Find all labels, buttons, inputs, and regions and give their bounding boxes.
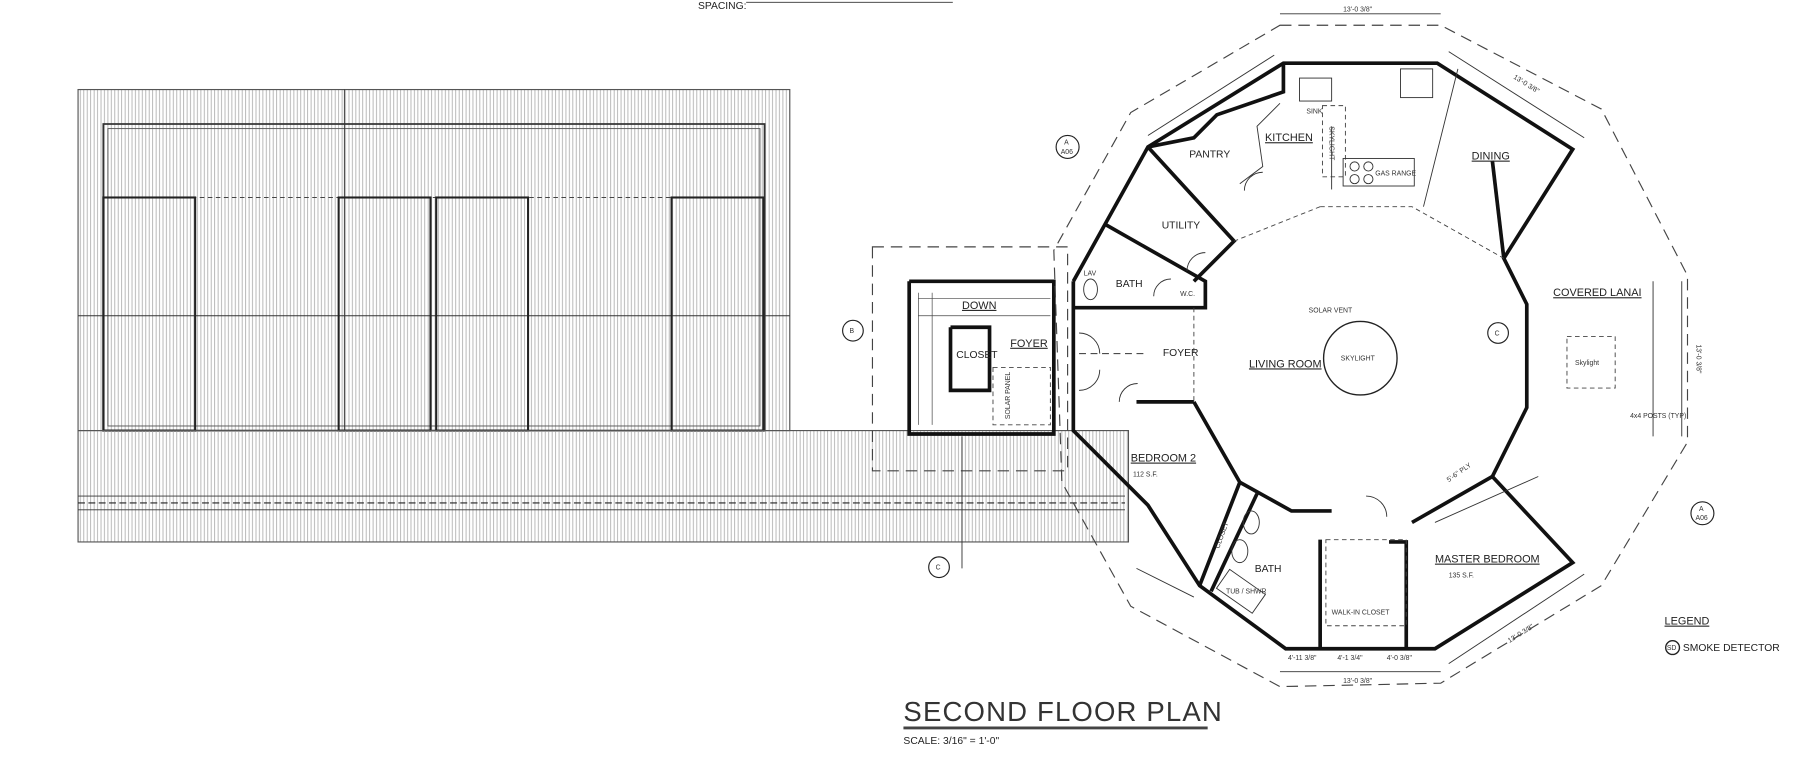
dim-top: 13'-0 3/8"	[1343, 6, 1373, 13]
section-marker-c-right[interactable]: C	[1487, 322, 1509, 344]
label-lanai-skylight: Skylight	[1575, 360, 1599, 367]
label-sink: SINK	[1306, 109, 1322, 116]
label-solar-panel: SOLAR PANEL	[1005, 372, 1012, 419]
label-gas-range: GAS RANGE	[1375, 171, 1416, 178]
label-posts: 4x4 POSTS (TYP)	[1630, 413, 1686, 420]
label-bath-lower: BATH	[1255, 564, 1282, 575]
label-bedroom2: BEDROOM 2	[1131, 453, 1196, 465]
dim-bottom-sub1: 4'-11 3/8"	[1288, 655, 1317, 662]
label-living-skylight: SKYLIGHT	[1341, 356, 1376, 363]
legend-smoke-detector: SMOKE DETECTOR	[1683, 643, 1780, 654]
label-kitchen: KITCHEN	[1265, 132, 1313, 144]
label-bath-upper: BATH	[1116, 279, 1143, 290]
label-walkin-closet: WALK-IN CLOSET	[1332, 609, 1391, 616]
walls	[1071, 61, 1576, 651]
label-tub: TUB / SHWR	[1226, 589, 1267, 596]
plan-title: SECOND FLOOR PLAN	[903, 696, 1223, 727]
label-covered-lanai: COVERED LANAI	[1553, 287, 1641, 299]
label-master-bedroom: MASTER BEDROOM	[1435, 554, 1540, 566]
legend-title: LEGEND	[1665, 616, 1710, 628]
label-closet-bed2: CLOSET	[1214, 521, 1230, 550]
section-marker-c[interactable]: C	[928, 556, 950, 579]
stair-area	[871, 246, 1069, 569]
living-skylight	[1322, 320, 1398, 396]
label-bedroom2-area: 112 S.F.	[1133, 472, 1158, 479]
svg-text:B: B	[849, 328, 854, 335]
label-solar-vent: SOLAR VENT	[1309, 307, 1353, 314]
dim-lanai-ply: 5'-6" PLY	[1446, 462, 1473, 484]
label-living-room: LIVING ROOM	[1249, 358, 1322, 370]
svg-text:C: C	[1495, 330, 1500, 337]
dim-bottom-sub3: 4'-0 3/8"	[1387, 655, 1413, 662]
section-marker-b[interactable]: B	[842, 319, 864, 342]
spacing-label: SPACING:	[698, 1, 747, 12]
roof-deck	[77, 88, 1130, 543]
label-closet-stair: CLOSET	[956, 350, 998, 361]
dim-bottom-sub2: 4'-1 3/4"	[1337, 655, 1363, 662]
label-foyer: FOYER	[1163, 348, 1199, 359]
smoke-detector-icon	[1665, 640, 1681, 656]
label-wc: W.C.	[1180, 291, 1195, 298]
svg-text:A: A	[1064, 140, 1069, 147]
svg-text:A06: A06	[1696, 515, 1708, 522]
dim-bottom: 13'-0 3/8"	[1343, 678, 1373, 685]
section-marker-a-right[interactable]: A A06	[1690, 501, 1715, 526]
label-foyer-stair: FOYER	[1010, 338, 1048, 350]
dim-top-right: 13'-0 3/8"	[1512, 74, 1541, 96]
label-kitchen-skylight: SKYLIGHT	[1327, 126, 1334, 161]
dim-right: 13'-0 3/8"	[1695, 344, 1702, 374]
label-lav: LAV	[1084, 271, 1097, 278]
label-utility: UTILITY	[1162, 220, 1201, 231]
svg-text:A: A	[1699, 506, 1704, 513]
svg-text:C: C	[936, 565, 941, 572]
plan-scale: SCALE: 3/16" = 1'-0"	[903, 736, 999, 747]
roof-outline	[1053, 24, 1689, 688]
label-dining: DINING	[1472, 151, 1510, 163]
label-down: DOWN	[962, 300, 996, 312]
label-master-area: 135 S.F.	[1449, 573, 1474, 580]
svg-text:A06: A06	[1061, 149, 1073, 156]
section-marker-a-left[interactable]: A A06	[1055, 134, 1080, 160]
label-pantry: PANTRY	[1189, 149, 1230, 160]
dim-bottom-right: 13'-0 3/8"	[1507, 623, 1536, 645]
smoke-detector-symbol: SD	[1667, 645, 1677, 652]
